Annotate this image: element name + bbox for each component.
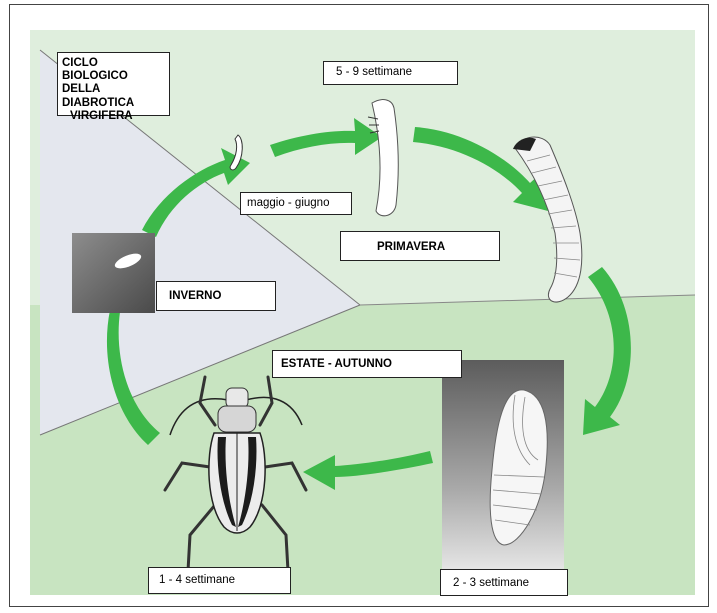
diagram-title: CICLO BIOLOGICO DELLA DIABROTICA VIRGIFE…: [57, 52, 170, 116]
spring-season-label: PRIMAVERA: [340, 231, 500, 261]
hatching-period-label: maggio - giugno: [240, 192, 352, 215]
pupa-duration-label: 2 - 3 settimane: [440, 569, 568, 596]
diagram-frame: CICLO BIOLOGICO DELLA DIABROTICA VIRGIFE…: [9, 4, 709, 607]
egg-panel: [72, 233, 155, 313]
pupa-panel: [442, 360, 564, 575]
winter-season-label: INVERNO: [156, 281, 276, 311]
diagram-title-line-3: VIRGIFERA: [62, 110, 165, 123]
larva-duration-label: 5 - 9 settimane: [323, 61, 458, 85]
diagram-title-line-2: DELLA DIABROTICA: [62, 83, 165, 109]
adult-duration-label: 1 - 4 settimane: [148, 567, 291, 594]
summer-autumn-season-label: ESTATE - AUTUNNO: [272, 350, 462, 378]
diagram-title-line-1: CICLO BIOLOGICO: [62, 57, 165, 83]
